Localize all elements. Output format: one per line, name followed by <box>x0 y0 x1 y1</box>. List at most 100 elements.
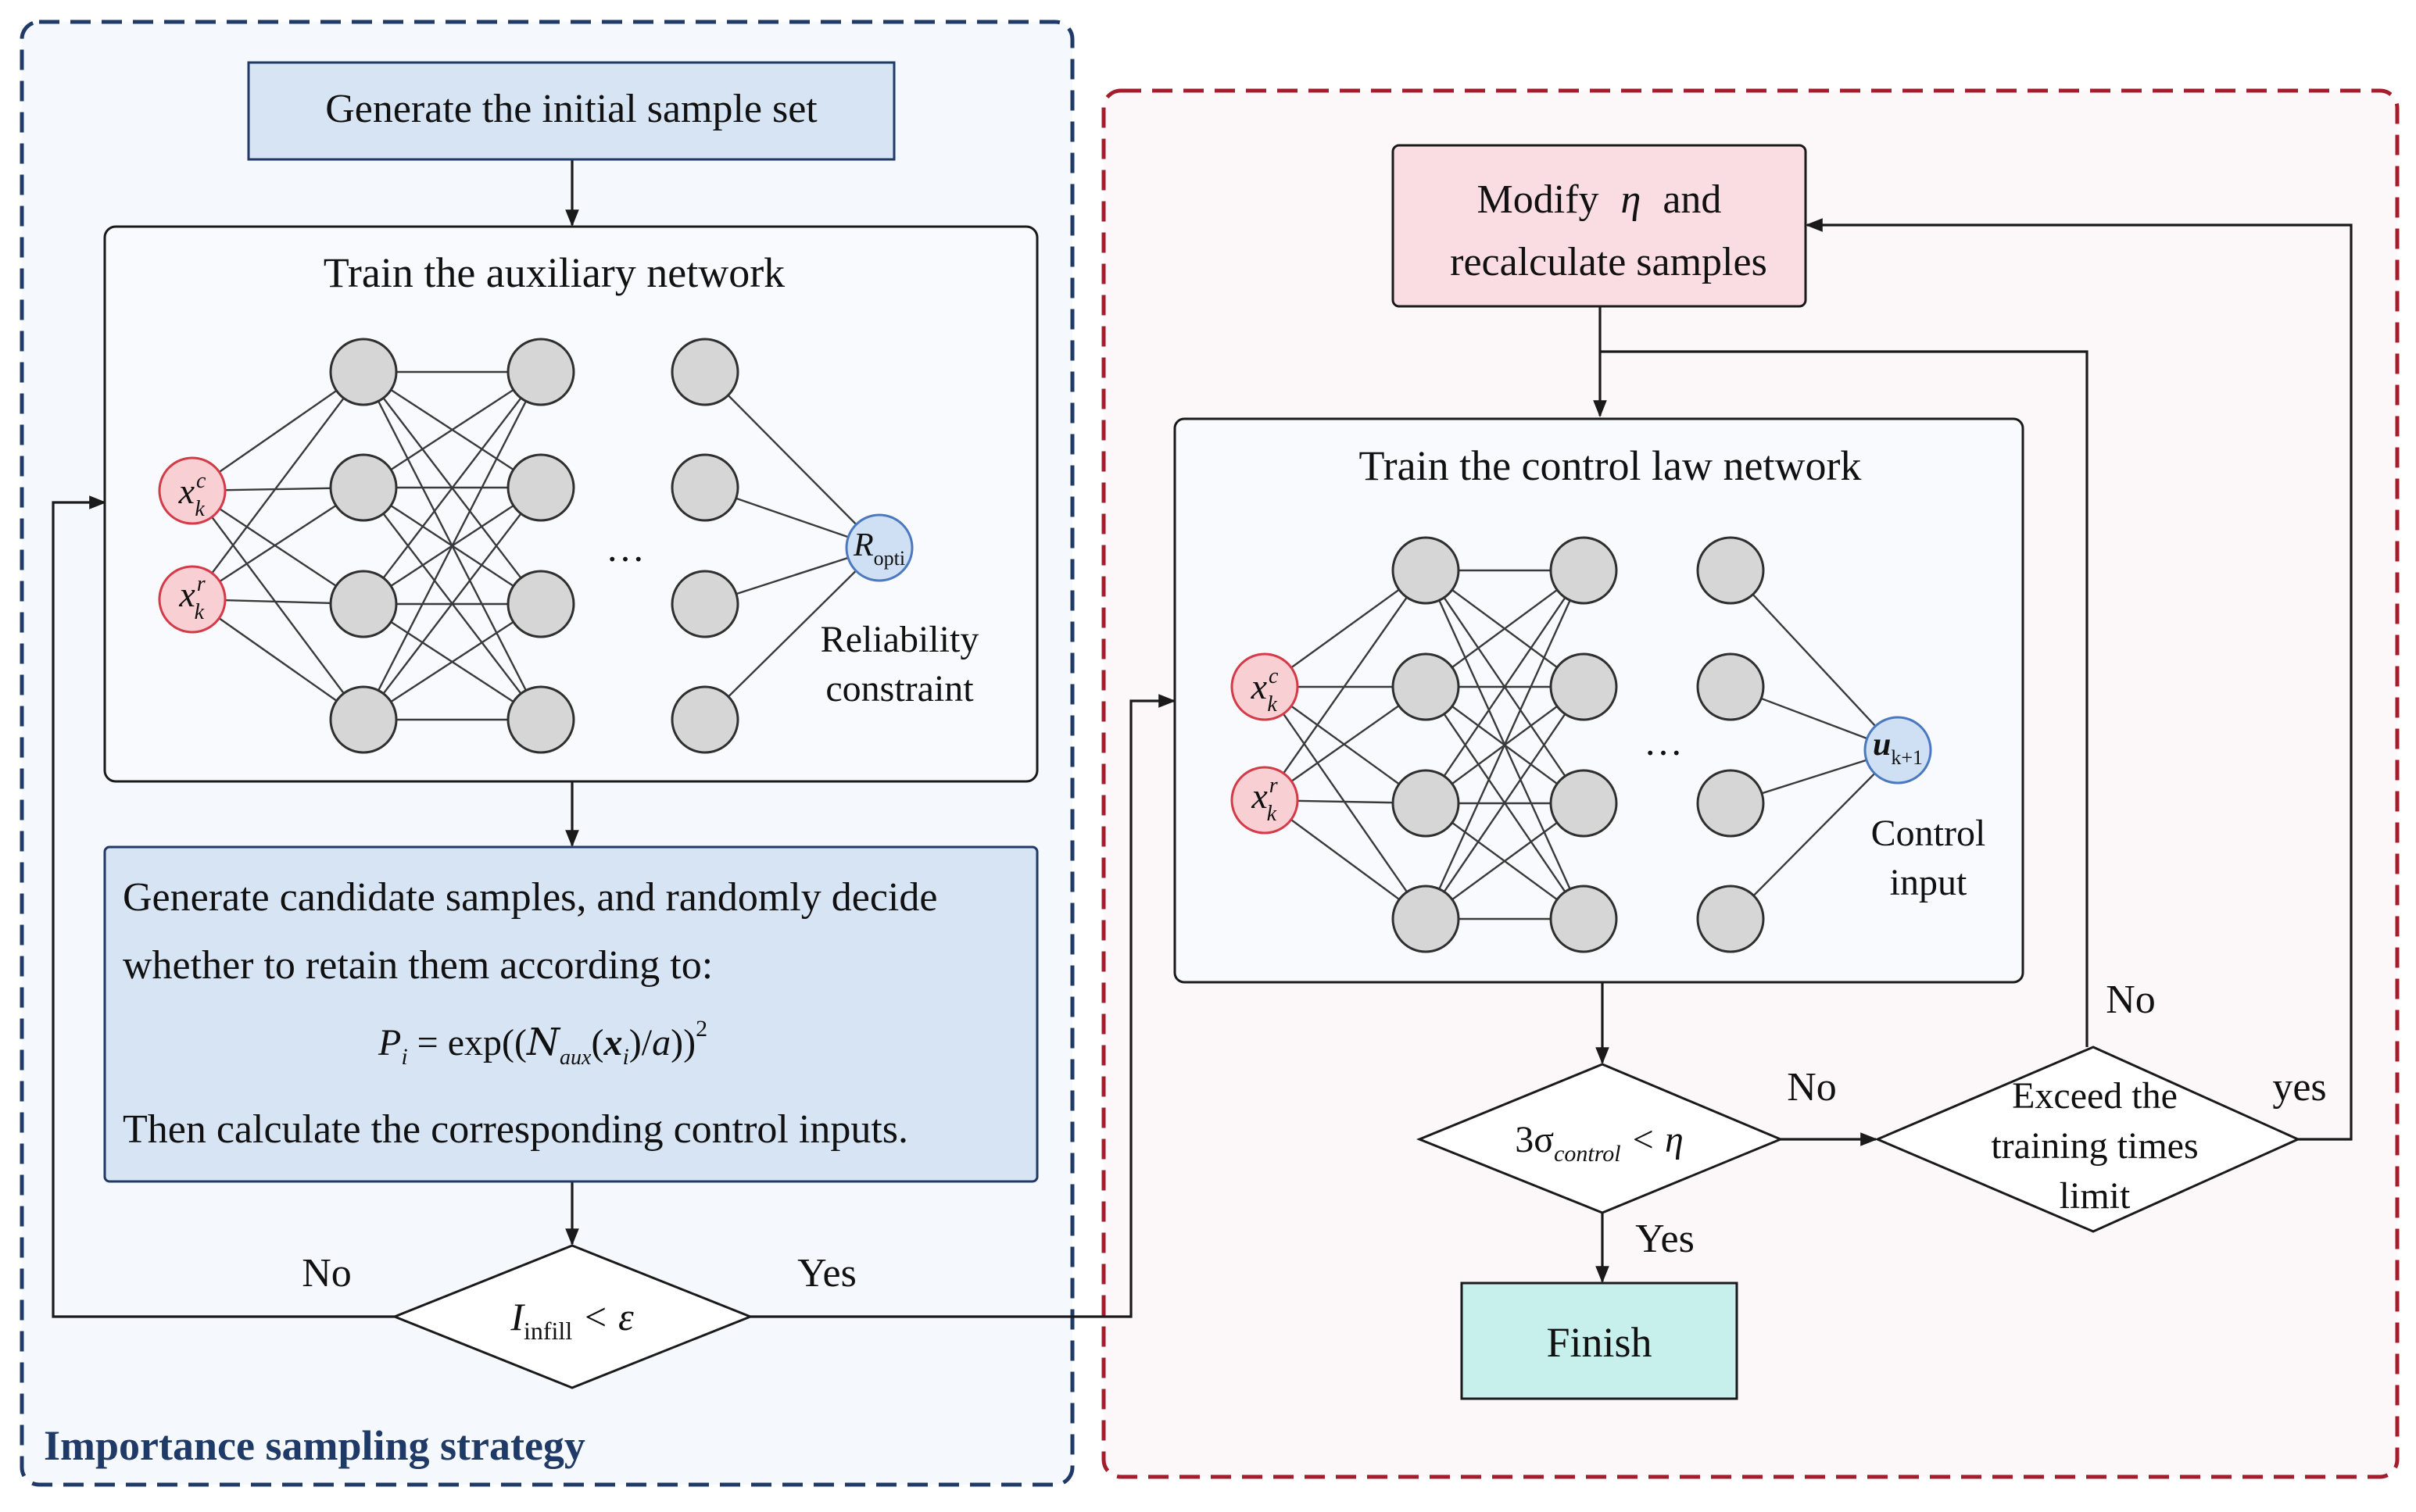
aux-network-graph <box>158 338 914 754</box>
ctl-net-connection <box>1425 570 1584 804</box>
ctl-net-hidden-node <box>1391 885 1460 953</box>
aux-net-input-node <box>158 456 227 525</box>
arrow-decision-yes-to-control <box>750 694 1176 1318</box>
candidate-line-3: Then calculate the corresponding control… <box>123 1107 908 1152</box>
aux-net-input-node <box>158 565 227 634</box>
candidate-line-2: whether to retain them according to: <box>123 943 713 988</box>
infill-no-label: No <box>302 1251 352 1296</box>
aux-output-caption-1: Reliability <box>821 619 979 660</box>
control-ellipsis: … <box>1644 720 1683 763</box>
aux-net-hidden-node <box>506 685 575 754</box>
aux-net-connection <box>191 486 364 601</box>
start-box <box>247 61 896 161</box>
finish-label: Finish <box>1546 1319 1652 1366</box>
ctl-net-connection <box>1264 570 1426 801</box>
aux-net-connection <box>362 371 542 720</box>
ctl-net-hidden-node <box>1549 769 1618 838</box>
aux-net-hidden-node <box>329 453 398 522</box>
ctl-net-hidden-node <box>1391 769 1460 838</box>
start-box-label: Generate the initial sample set <box>325 87 818 131</box>
infill-decision-label: Iinfill < ε <box>510 1295 634 1345</box>
exceed-line-3: limit <box>2060 1175 2131 1217</box>
finish-box <box>1460 1281 1738 1400</box>
aux-net-hidden-node <box>671 338 739 406</box>
flow-edges <box>52 159 2353 1318</box>
control-network-nodes <box>1230 536 1932 953</box>
ctl-net-output-node <box>1863 716 1932 785</box>
exceed-line-2: training times <box>1991 1125 2198 1167</box>
candidate-box <box>103 845 1039 1183</box>
aux-net-connection <box>191 371 364 491</box>
aux-net-connection <box>363 371 542 605</box>
ctl-net-hidden-node <box>1549 885 1618 953</box>
ctl-net-hidden-node <box>1696 885 1765 953</box>
aux-net-hidden-node <box>329 338 398 406</box>
ctl-net-hidden-node <box>1696 652 1765 721</box>
aux-network-nodes <box>158 338 914 754</box>
arrow-decision-no-loop <box>52 495 395 1318</box>
exceed-line-1: Exceed the <box>2012 1075 2178 1117</box>
ctl-net-hidden-node <box>1549 536 1618 605</box>
control-network-title: Train the control law network <box>1359 442 1862 489</box>
control-decision-diamond <box>1416 1063 1784 1214</box>
aux-net-connection <box>363 487 542 720</box>
ctl-net-connection <box>1730 749 1899 920</box>
ctl-net-hidden-node <box>1696 536 1765 605</box>
control-output-label: uk+1 <box>1873 727 1923 769</box>
ctl-net-hidden-node <box>1549 652 1618 721</box>
aux-net-connection <box>191 490 364 720</box>
aux-net-hidden-node <box>506 570 575 638</box>
arrow-exceed-yes-to-modify <box>1805 218 2353 1141</box>
aux-net-connection <box>363 370 542 489</box>
ctl-net-connection <box>1424 570 1585 920</box>
ctl-net-connection <box>1730 570 1899 751</box>
aux-net-connection <box>704 371 880 549</box>
infill-yes-label: Yes <box>797 1251 857 1296</box>
aux-net-hidden-node <box>329 685 398 754</box>
control-network-graph <box>1230 536 1932 953</box>
ctl-net-hidden-node <box>1391 652 1460 721</box>
ctl-net-hidden-node <box>1391 536 1460 605</box>
candidate-formula: Pi = exp((Naux(xi)/a))2 <box>378 1016 707 1070</box>
modify-line-2: recalculate samples <box>1450 240 1767 284</box>
exceed-no-label: No <box>2106 978 2156 1022</box>
aux-net-output-node <box>845 513 914 582</box>
aux-net-hidden-node <box>506 453 575 522</box>
aux-net-connection <box>191 489 364 606</box>
aux-net-connection <box>704 547 880 720</box>
control-output-caption-1: Control <box>1871 813 1986 854</box>
aux-output-caption-2: constraint <box>825 668 974 710</box>
arrow-exceed-no-loop <box>1600 350 2088 1047</box>
ctl-net-hidden-node <box>1696 769 1765 838</box>
ctl-net-connection <box>1425 686 1584 920</box>
control-yes-label: Yes <box>1635 1217 1695 1261</box>
control-no-label: No <box>1787 1065 1837 1110</box>
ctl-net-input-node <box>1230 766 1299 835</box>
exceed-decision-diamond <box>1874 1046 2301 1233</box>
ctl-net-input-node <box>1230 652 1299 721</box>
candidate-line-1: Generate candidate samples, and randomly… <box>123 875 937 920</box>
control-output-caption-2: input <box>1890 862 1967 903</box>
infill-decision-diamond <box>391 1244 754 1389</box>
aux-net-connection <box>363 602 542 721</box>
aux-net-hidden-node <box>671 570 739 638</box>
exceed-yes-label: yes <box>2272 1065 2326 1110</box>
aux-net-hidden-node <box>329 570 398 638</box>
aux-ellipsis: … <box>606 526 645 570</box>
ctl-net-connection <box>1264 686 1426 920</box>
control-decision-label: 3σcontrol < η <box>1515 1119 1684 1167</box>
modify-box <box>1391 144 1807 308</box>
aux-network-title: Train the auxiliary network <box>324 249 785 296</box>
aux-net-connection <box>191 599 364 720</box>
aux-output-label: Ropti <box>853 527 905 570</box>
aux-net-hidden-node <box>671 685 739 754</box>
aux-net-hidden-node <box>671 453 739 522</box>
aux-net-hidden-node <box>506 338 575 406</box>
aux-net-connection <box>191 371 364 600</box>
